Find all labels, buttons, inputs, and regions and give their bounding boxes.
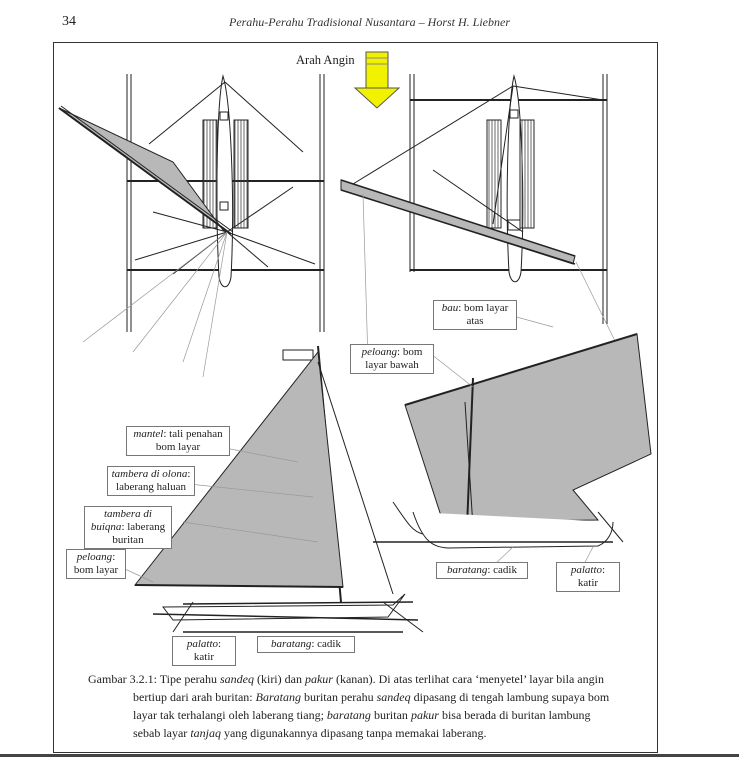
label-term: palatto [570,564,603,576]
caption-line-4: sebab layar tanjaq yang digunakannya dip… [133,726,487,740]
label-term: mantel [133,428,164,440]
boat-diagram [58,51,652,633]
label-term: tambera di olona [111,468,188,480]
label-term: palatto [186,638,219,650]
label-baratang-left: baratang: cadik [257,636,355,653]
caption-line-2: bertiup dari arah buritan: Baratang buri… [133,690,610,704]
label-term: baratang [447,564,488,576]
label-mantel: mantel: tali penahan bom layar [126,426,230,456]
label-desc: : bom layar [73,551,119,576]
page-number: 34 [62,14,76,29]
figure-frame [53,42,658,753]
bottom-rule [0,754,739,757]
sandeq-side-view [124,345,424,633]
label-baratang-right: baratang: cadik [436,562,528,579]
label-palatto-right: palatto: katir [556,562,620,592]
running-header: Perahu-Perahu Tradisional Nusantara – Ho… [228,15,510,29]
label-term: peloang [76,551,113,563]
label-desc: : laberang haluan [116,468,191,493]
label-term: bau [441,302,459,314]
label-term: baratang [271,638,312,650]
pakur-side-view [373,309,652,567]
label-peloang: peloang: bom layar [66,549,126,579]
label-desc: : bom layar bawah [365,346,423,371]
label-desc: : katir [577,564,606,589]
caption-line-3: layar tak terhalangi oleh laberang tiang… [133,708,591,722]
label-palatto-left: palatto: katir [172,636,236,666]
label-peloang-bawah: peloang: bom layar bawah [350,344,434,374]
label-tambera-olona: tambera di olona: laberang haluan [107,466,195,496]
label-desc: : cadik [311,638,341,650]
label-desc: : bom layar atas [458,302,509,327]
figure-caption: Gambar 3.2.1: Tipe perahu sandeq (kiri) … [88,670,644,742]
label-desc: : cadik [487,564,517,576]
label-desc: : laberang buritan [112,521,166,546]
label-term: peloang [361,346,398,358]
label-bau: bau: bom layar atas [433,300,517,330]
label-desc: : katir [193,638,222,663]
wind-direction-label: Arah Angin [296,53,355,67]
label-tambera-buiqna: tambera di buiqna: laberang buritan [84,506,172,549]
wind-arrow-icon [353,51,401,109]
label-desc: : tali penahan bom layar [155,428,223,453]
sandeq-plan-view [58,74,325,378]
caption-line-1: Gambar 3.2.1: Tipe perahu sandeq (kiri) … [88,672,604,686]
pakur-plan-view [340,74,619,363]
label-term: tambera di buiqna [90,508,152,533]
